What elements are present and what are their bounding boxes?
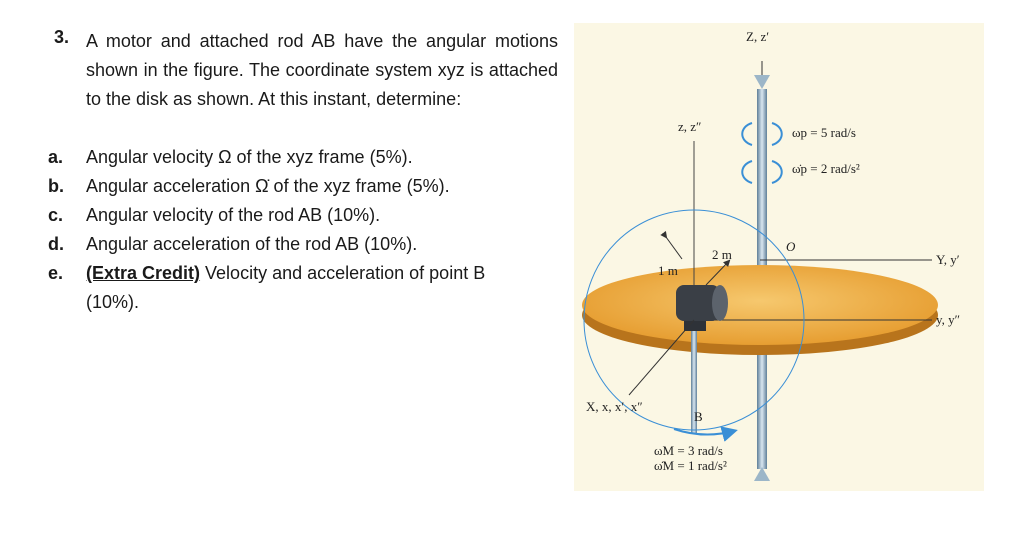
label-omega-M-dot: ω̇M = 1 rad/s² [654,458,727,473]
dim-2m-arrow [705,259,731,286]
problem-stem: A motor and attached rod AB have the ang… [86,31,558,109]
label-omega-M: ωM = 3 rad/s [654,443,723,458]
part-label: c. [48,205,64,225]
problem-number: 3. [54,27,70,47]
label-Z-axis: Z, z′ [746,29,769,44]
label-X-axis: X, x, x′, x″ [586,399,643,414]
label-omega-p-dot: ω̇p = 2 rad/s² [792,161,860,176]
disk-top [582,265,938,345]
part-d: d. Angular acceleration of the rod AB (10… [48,230,568,259]
dim-1m-arrow [660,230,683,260]
omega-p-arrows-icon [741,122,783,184]
label-Y-axis: Y, y′ [936,252,960,267]
label-1m: 1 m [658,263,678,278]
label-omega-p: ωp = 5 rad/s [792,125,856,140]
label-O: O [786,239,796,254]
extra-credit-label: (Extra Credit) [86,263,201,283]
part-text: Angular velocity of the rod AB (10%). [86,205,381,225]
part-e-continuation: (10%). [86,292,140,312]
part-e: e. (Extra Credit) Velocity and accelerati… [48,259,568,288]
omega-M-arrow-icon [673,426,738,442]
motor-disk-figure: Z, z′ z, z″ ωp = 5 rad/s ω̇p = 2 rad/s² … [574,23,984,491]
part-label: e. [48,263,64,283]
X-axis-line [628,319,695,396]
rod-rotation-circle [583,209,805,431]
part-label: a. [48,147,64,167]
part-text: Angular acceleration Ω̇ of the xyz frame… [86,176,450,196]
shaft-bottom-cap [754,467,770,481]
label-z-axis: z, z″ [678,119,701,134]
part-text: Angular acceleration of the rod AB (10%)… [86,234,418,254]
part-c: c. Angular velocity of the rod AB (10%). [48,201,568,230]
figure-drawing: Z, z′ z, z″ ωp = 5 rad/s ω̇p = 2 rad/s² … [582,29,960,481]
part-a: a. Angular velocity Ω of the xyz frame (5… [48,143,568,172]
shaft-top-cap [754,75,770,89]
label-y-axis: y, y″ [936,312,960,327]
part-label: d. [48,234,64,254]
rod-AB [691,323,697,433]
label-2m: 2 m [712,247,732,262]
part-text: Velocity and acceleration of point B [200,263,486,283]
part-b: b. Angular acceleration Ω̇ of the xyz fra… [48,172,568,201]
motor-icon [676,285,728,331]
part-text: Angular velocity Ω of the xyz frame (5%)… [86,147,413,167]
part-label: b. [48,176,64,196]
label-B: B [694,409,703,424]
